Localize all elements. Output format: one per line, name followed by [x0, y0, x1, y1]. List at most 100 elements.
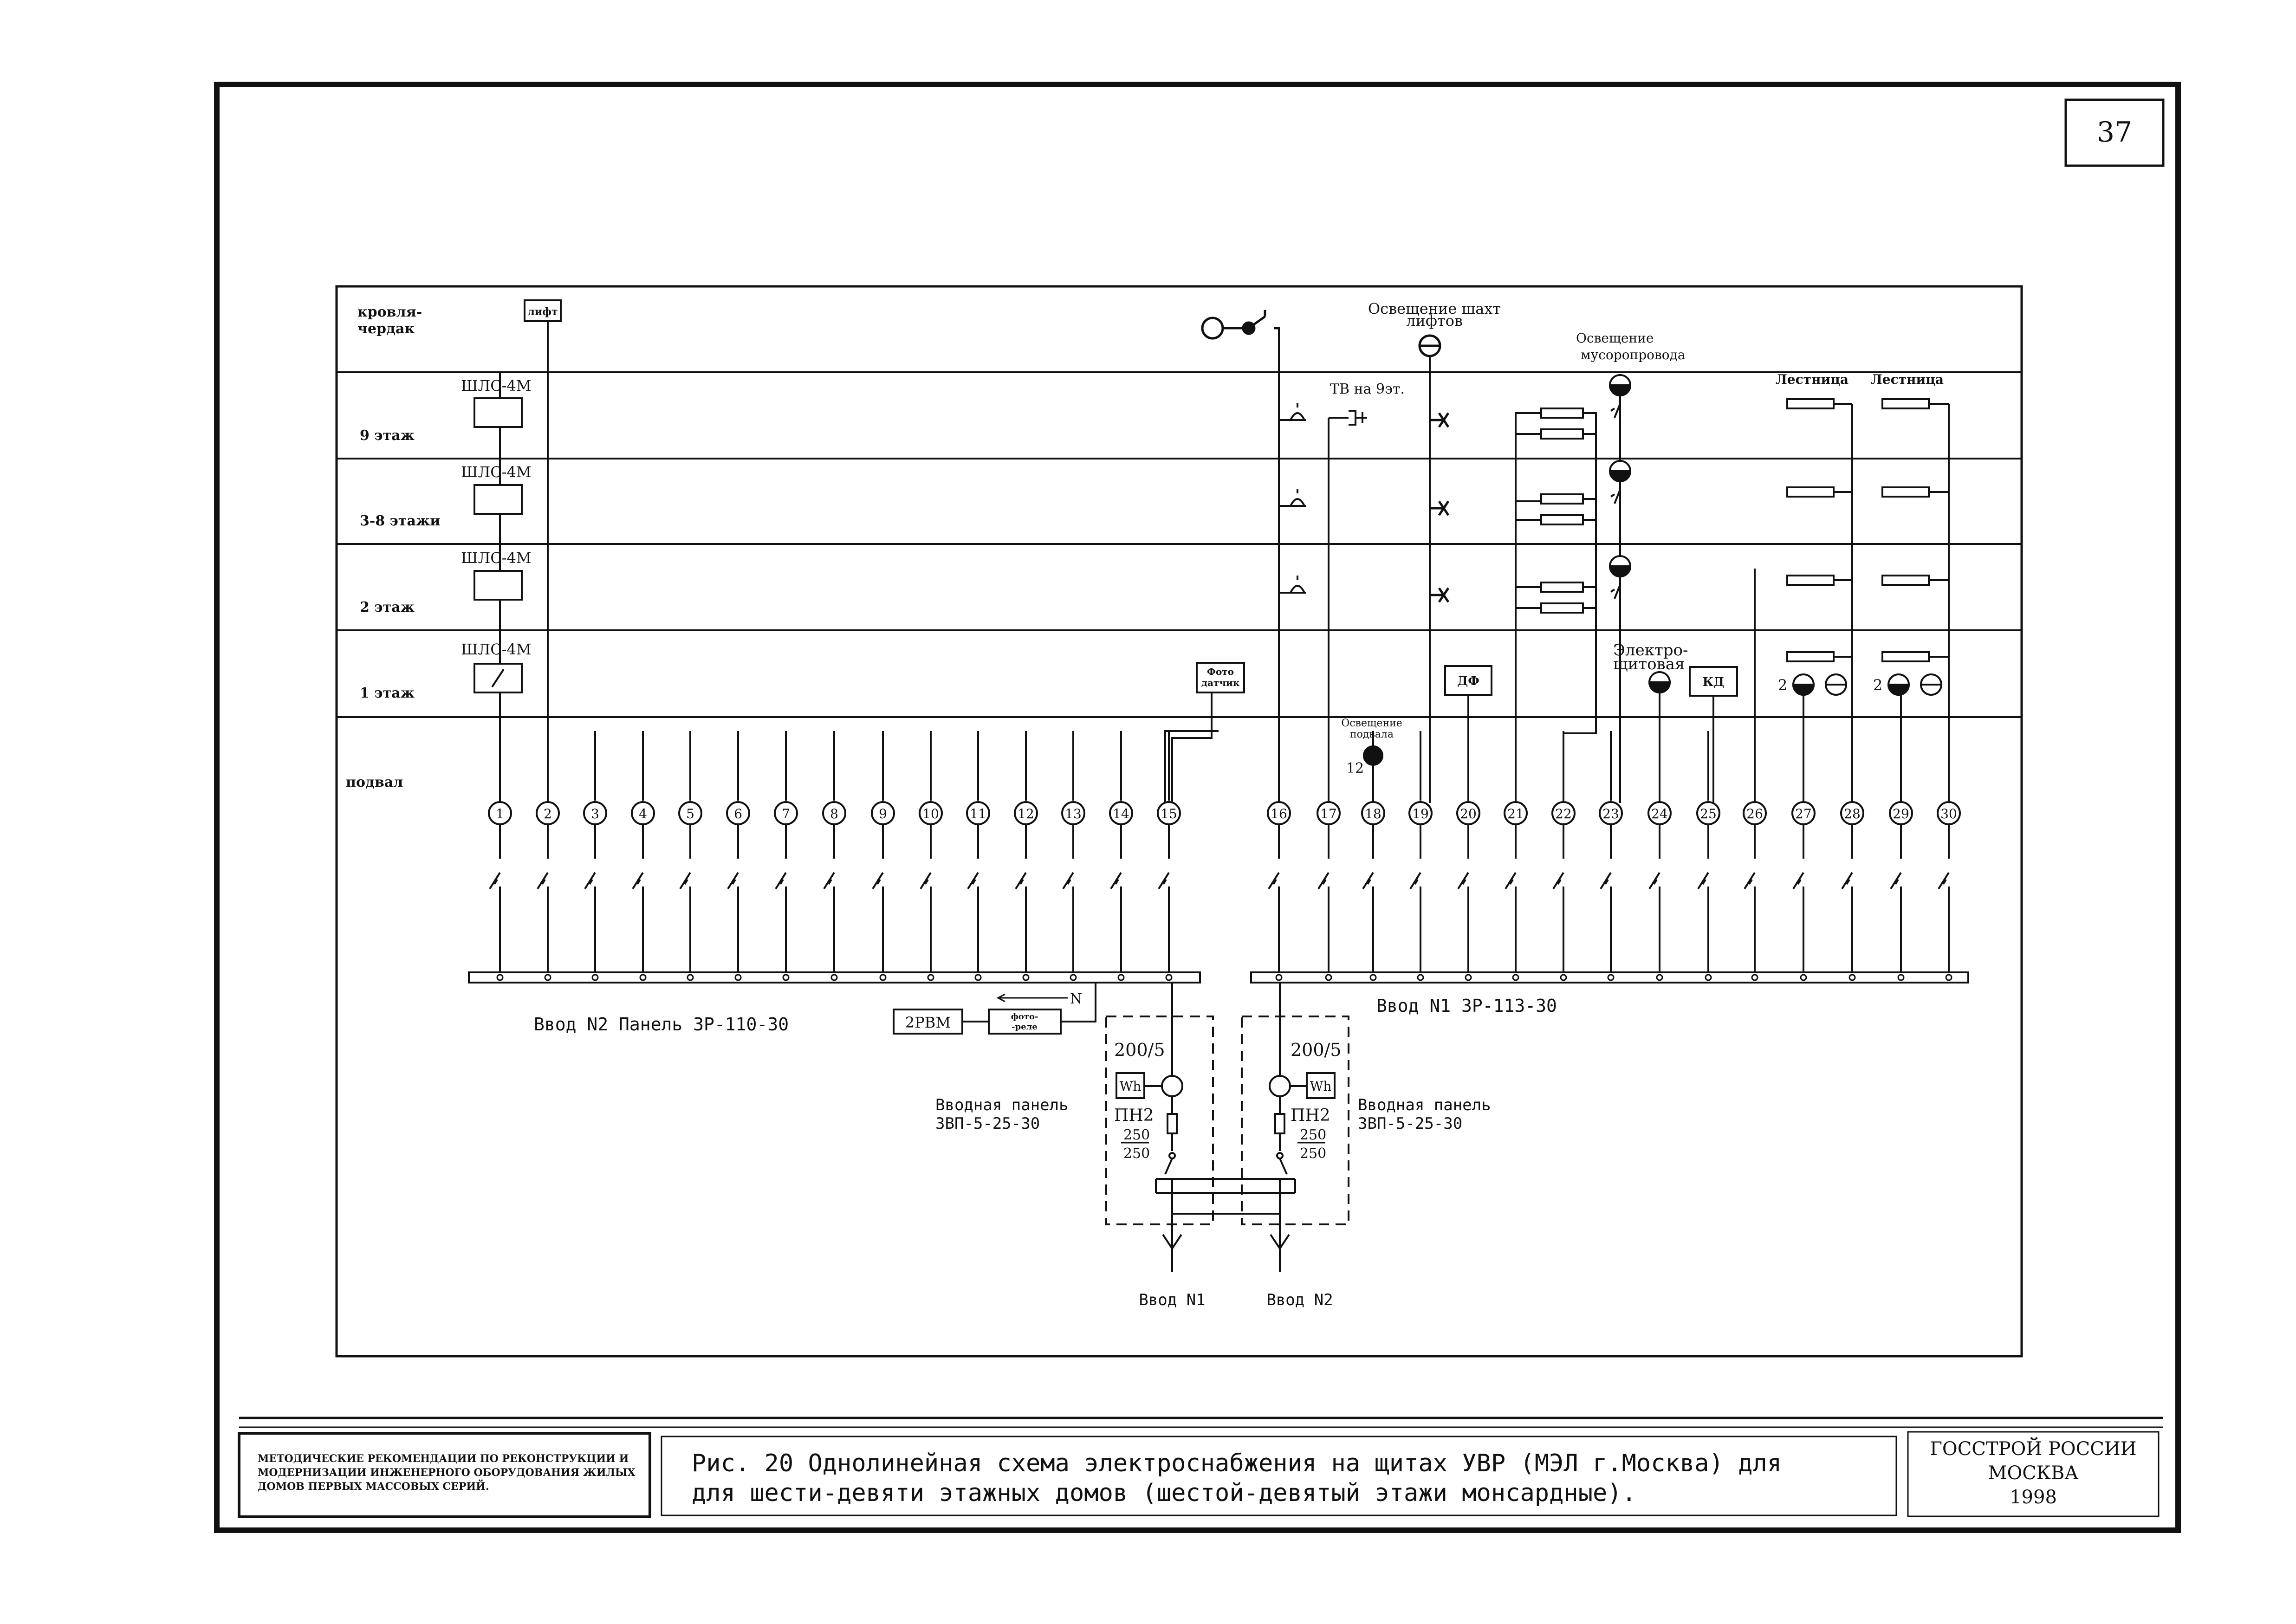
photo-sensor-box — [1196, 662, 1245, 693]
current-transformers — [1144, 1075, 1307, 1097]
org-box — [1907, 1431, 2160, 1517]
bus-dot — [1560, 974, 1567, 981]
bus-dot — [1848, 974, 1856, 981]
bus-dot — [1070, 974, 1077, 981]
breaker — [679, 824, 691, 972]
sheet-frame — [214, 82, 2181, 1533]
bus-dot — [927, 974, 934, 981]
circuit-label: 19 — [1412, 806, 1429, 822]
floor-panels — [473, 397, 523, 693]
caption-text: Рис. 20 Однолинейная схема электроснабже… — [692, 1449, 1782, 1507]
breaker — [1938, 824, 1950, 972]
circuit-number-9: 9 — [871, 801, 895, 825]
circuit-label: 16 — [1271, 806, 1287, 822]
bus-dot — [974, 974, 982, 981]
label-12: 12 — [1346, 760, 1364, 776]
feeder-lines — [499, 321, 1950, 803]
breaker — [1015, 824, 1027, 972]
circuit-number-1: 1 — [488, 801, 512, 825]
bus-dot — [1897, 974, 1905, 981]
circuit-label: 18 — [1365, 806, 1381, 822]
circuit-number-30: 30 — [1937, 801, 1961, 825]
breaker — [872, 824, 884, 972]
kd-label: КД — [1703, 675, 1725, 689]
bus-dot — [496, 974, 504, 981]
bus-dot — [1117, 974, 1125, 981]
tv-label: ТВ на 9эт. — [1330, 381, 1405, 397]
socket-icons — [1279, 403, 1367, 594]
breaker — [1744, 824, 1756, 972]
input-2-label: Ввод N2 — [1266, 1291, 1333, 1309]
circuit-label: 25 — [1700, 806, 1717, 822]
breaker — [1552, 824, 1564, 972]
breaker — [823, 824, 835, 972]
breaker — [727, 824, 739, 972]
fuse-left-frac-bottom: 250 — [1123, 1145, 1150, 1162]
diagram-frame — [335, 285, 2023, 1358]
circuit-number-7: 7 — [774, 801, 798, 825]
breaker — [1890, 824, 1902, 972]
meter-left-label: Wh — [1120, 1079, 1142, 1094]
bus-dot — [1325, 974, 1332, 981]
switchroom-label: Электро-щитовая — [1613, 641, 1688, 673]
circuit-number-10: 10 — [919, 801, 943, 825]
breaker — [1457, 824, 1469, 972]
floor-label-2: 2 этаж — [360, 599, 415, 615]
circuit-label: 27 — [1795, 806, 1812, 822]
breaker — [1697, 824, 1709, 972]
circuit-number-29: 29 — [1889, 801, 1913, 825]
bus-dot — [734, 974, 742, 981]
two-b-label: 2 — [1873, 676, 1882, 694]
panel-label-3-8: ШЛС-4М — [461, 463, 532, 481]
bus-connections — [496, 974, 1952, 981]
breaker — [1600, 824, 1612, 972]
bus-dot — [1369, 974, 1377, 981]
circuit-number-18: 18 — [1361, 801, 1385, 825]
floor-label-basement: подвал — [346, 774, 403, 790]
bus-dot — [1465, 974, 1472, 981]
shaft-cross-lamps — [1430, 412, 1450, 603]
fuse-right-frac-top: 250 — [1300, 1127, 1326, 1143]
circuit-number-27: 27 — [1791, 801, 1816, 825]
circuit-number-8: 8 — [822, 801, 846, 825]
circuit-number-2: 2 — [536, 801, 560, 825]
floor-label-9: 9 этаж — [360, 427, 415, 444]
breaker — [1110, 824, 1122, 972]
bus-bar-right — [1250, 971, 1969, 983]
input-panel-left-frame — [1105, 1016, 1214, 1225]
breakers — [489, 824, 1950, 972]
breaker — [489, 824, 501, 972]
stairs-label-2: Лестница — [1871, 372, 1944, 387]
breaker — [1158, 824, 1170, 972]
panel-label-1: ШЛС-4М — [461, 641, 532, 658]
circuit-label: 8 — [830, 806, 838, 822]
circuit-number-13: 13 — [1061, 801, 1085, 825]
caption-box — [661, 1436, 1897, 1516]
bus-dot — [1417, 974, 1424, 981]
circuit-label: 1 — [496, 806, 504, 822]
floor-label-roof: кровля-чердак — [357, 304, 422, 337]
breaker — [1362, 824, 1374, 972]
fuse-left-label: ПН2 — [1114, 1106, 1154, 1125]
circuit-number-5: 5 — [678, 801, 702, 825]
circuit-number-22: 22 — [1551, 801, 1576, 825]
circuit-number-24: 24 — [1647, 801, 1672, 825]
breaker — [1841, 824, 1853, 972]
breaker — [1648, 824, 1660, 972]
breaker — [537, 824, 549, 972]
fuse-left-frac-top: 250 — [1123, 1127, 1150, 1143]
lift-label: лифт — [527, 306, 558, 318]
circuit-label: 7 — [782, 806, 790, 822]
circuit-number-6: 6 — [726, 801, 750, 825]
breaker — [967, 824, 979, 972]
bus-dot — [687, 974, 694, 981]
bus-dot — [1022, 974, 1030, 981]
circuit-number-11: 11 — [966, 801, 990, 825]
panel-label-9: ШЛС-4М — [461, 377, 532, 395]
bus-dot — [830, 974, 838, 981]
